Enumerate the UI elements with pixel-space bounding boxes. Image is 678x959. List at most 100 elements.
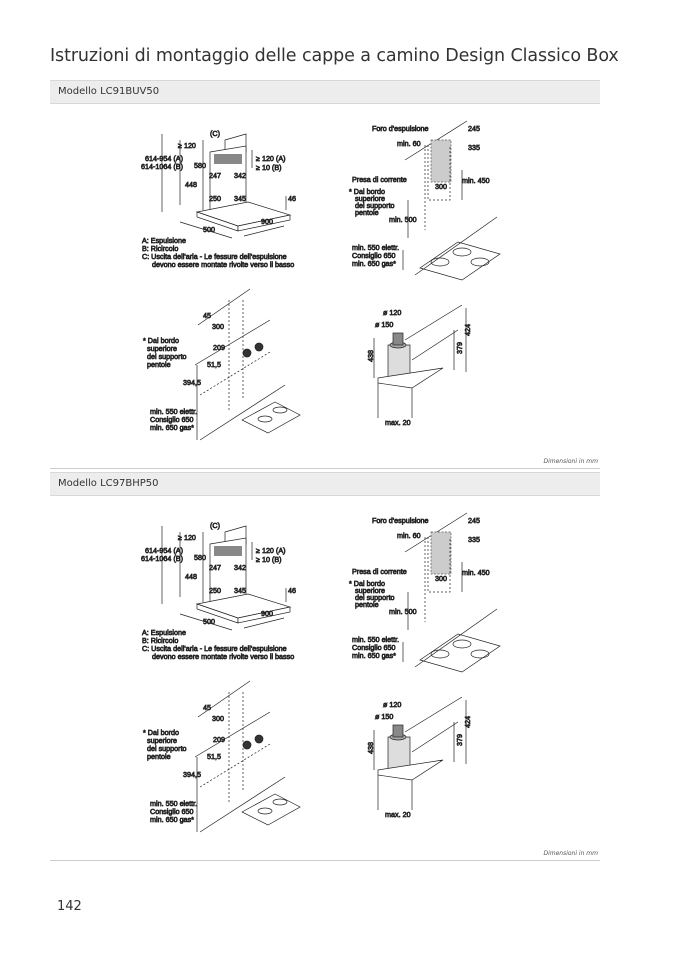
dimension-label: ≥ 10 (B) xyxy=(256,163,282,172)
dimension-label: 900 xyxy=(261,609,273,618)
dimension-label: Consiglio 650 xyxy=(352,643,396,652)
dimensions-note: Dimensioni in mm xyxy=(543,850,598,857)
dimension-label: C: Uscita dell'aria - Le fessure dell'es… xyxy=(142,252,287,261)
dimension-label: 379 xyxy=(455,734,464,746)
hood-dimension-drawing: (C) ≥ 120 614-954 (A) 614-1064 (B) 580 ≥… xyxy=(141,521,297,662)
dimension-label: 614-1064 (B) xyxy=(141,554,183,563)
dimension-label: devono essere montate rivolte verso il b… xyxy=(152,260,294,269)
model-label: Modello LC97BHP50 xyxy=(58,478,159,489)
dimension-label: 245 xyxy=(468,516,480,525)
dimension-label: min. 650 gas* xyxy=(352,651,396,660)
dimension-label: 209 xyxy=(213,343,225,352)
dimension-label: 250 xyxy=(209,194,221,203)
dimension-label: (C) xyxy=(210,129,220,138)
dimension-label: min. 650 gas* xyxy=(150,423,194,432)
dimension-label: 300 xyxy=(212,322,224,331)
hood-dimension-drawing: (C) ≥ 120 614-954 (A) 614-1064 (B) 580 ≥… xyxy=(141,129,297,270)
dimension-label: ≥ 120 xyxy=(178,141,196,150)
dimension-label: min. 650 gas* xyxy=(352,259,396,268)
dimension-label: ø 150 xyxy=(375,320,393,329)
dimension-label: pentole xyxy=(355,208,379,217)
dimension-label: ø 150 xyxy=(375,712,393,721)
dimension-label: ≥ 120 (A) xyxy=(256,546,286,555)
section-divider xyxy=(50,468,600,469)
dimension-label: 300 xyxy=(212,714,224,723)
dimension-label: * Dal bordo xyxy=(143,336,179,345)
dimension-label: 51,5 xyxy=(207,360,221,369)
dimension-label: 500 xyxy=(203,225,215,234)
dimension-label: del supporto xyxy=(355,593,395,602)
dimension-label: min. 60 xyxy=(397,531,421,540)
bracket-mounting-drawing: 45 300 * Dal bordo superiore del support… xyxy=(143,288,301,441)
dimension-label: Presa di corrente xyxy=(352,175,407,184)
model-label: Modello LC91BUV50 xyxy=(58,86,160,97)
dimension-label: B: Ricircolo xyxy=(142,244,178,253)
dimension-label: min. 550 elettr. xyxy=(150,407,197,416)
dimension-label: Consiglio 650 xyxy=(352,251,396,260)
dimension-label: 245 xyxy=(468,124,480,133)
dimension-label: 394,5 xyxy=(183,770,201,779)
dimension-label: B: Ricircolo xyxy=(142,636,178,645)
dimension-label: 300 xyxy=(435,182,447,191)
dimension-label: min. 550 elettr. xyxy=(352,243,399,252)
dimension-label: Foro d'espulsione xyxy=(372,124,429,133)
dimension-label: 580 xyxy=(194,161,206,170)
dimension-label: 46 xyxy=(288,586,296,595)
dimension-label: del supporto xyxy=(355,201,395,210)
dimension-label: ø 120 xyxy=(383,308,401,317)
dimension-label: devono essere montate rivolte verso il b… xyxy=(152,652,294,661)
dimension-label: 448 xyxy=(185,572,197,581)
dimension-label: max. 20 xyxy=(385,418,411,427)
wall-outlet-drawing: Foro d'espulsione 245 335 min. 60 Presa … xyxy=(349,512,501,673)
dimension-label: ≥ 120 (A) xyxy=(256,154,286,163)
dimension-label: min. 500 xyxy=(389,607,417,616)
dimension-label: ø 120 xyxy=(383,700,401,709)
dimension-label: pentole xyxy=(355,600,379,609)
dimension-label: superiore xyxy=(355,586,385,595)
dimension-label: 900 xyxy=(261,217,273,226)
bracket-mounting-drawing: 45 300 * Dal bordo superiore del support… xyxy=(143,680,301,833)
dimension-label: 379 xyxy=(455,342,464,354)
dimension-label: * Dal bordo xyxy=(349,187,385,196)
hood-side-view-drawing: ø 120 ø 150 438 379 424 max. 20 xyxy=(366,304,472,427)
dimension-label: 45 xyxy=(203,311,211,320)
dimension-label: 45 xyxy=(203,703,211,712)
model-header-bar: Modello LC91BUV50 xyxy=(50,80,600,104)
dimension-label: pentole xyxy=(147,752,171,761)
dimension-label: 209 xyxy=(213,735,225,744)
dimension-label: Consiglio 650 xyxy=(150,807,194,816)
dimension-label: max. 20 xyxy=(385,810,411,819)
dimension-label: C: Uscita dell'aria - Le fessure dell'es… xyxy=(142,644,287,653)
model-section: Modello LC97BHP50 (C) ≥ 120 614-954 (A) … xyxy=(0,472,678,864)
dimension-label: superiore xyxy=(355,194,385,203)
dimension-label: superiore xyxy=(147,344,177,353)
dimension-label: 335 xyxy=(468,535,480,544)
dimension-label: min. 60 xyxy=(397,139,421,148)
dimension-label: superiore xyxy=(147,736,177,745)
dimension-label: 614-954 (A) xyxy=(145,154,183,163)
dimension-label: 424 xyxy=(463,716,472,728)
dimension-label: 614-1064 (B) xyxy=(141,162,183,171)
page-number: 142 xyxy=(57,899,82,914)
dimension-label: ≥ 10 (B) xyxy=(256,555,282,564)
dimension-label: min. 450 xyxy=(462,568,490,577)
dimension-label: 345 xyxy=(234,586,246,595)
dimension-label: del supporto xyxy=(147,744,187,753)
dimension-label: 500 xyxy=(203,617,215,626)
dimension-label: 250 xyxy=(209,586,221,595)
dimension-label: min. 550 elettr. xyxy=(352,635,399,644)
dimension-label: 247 xyxy=(209,563,221,572)
dimension-label: 335 xyxy=(468,143,480,152)
dimension-label: 394,5 xyxy=(183,378,201,387)
dimension-label: 46 xyxy=(288,194,296,203)
dimension-label: 342 xyxy=(234,171,246,180)
dimension-label: 448 xyxy=(185,180,197,189)
section-divider xyxy=(50,860,600,861)
dimension-label: ≥ 120 xyxy=(178,533,196,542)
dimension-label: min. 450 xyxy=(462,176,490,185)
dimension-label: 51,5 xyxy=(207,752,221,761)
dimension-label: min. 650 gas* xyxy=(150,815,194,824)
dimension-label: (C) xyxy=(210,521,220,530)
dimension-label: A: Espulsione xyxy=(142,628,186,637)
dimension-label: 247 xyxy=(209,171,221,180)
